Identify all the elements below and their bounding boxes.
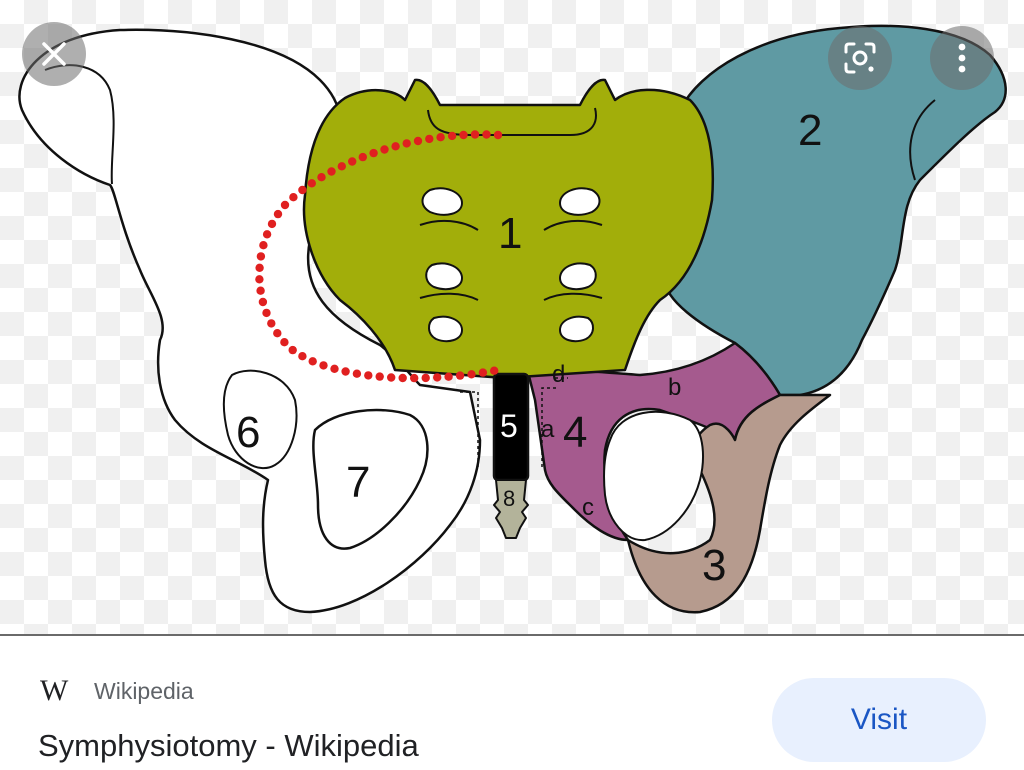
red-dot	[364, 371, 373, 380]
red-dot	[490, 366, 499, 375]
red-dot	[482, 130, 491, 139]
red-dot	[280, 200, 290, 210]
red-dot	[391, 142, 400, 151]
red-dot	[256, 286, 265, 295]
sublabel-b: b	[668, 374, 681, 401]
label-pubis: 4	[563, 408, 587, 457]
red-dot	[259, 241, 268, 250]
right-ischium	[626, 393, 832, 614]
red-dot	[317, 173, 326, 182]
red-dot	[380, 145, 389, 154]
red-dot	[493, 130, 503, 140]
red-dot	[467, 370, 476, 379]
red-dot	[447, 131, 457, 141]
red-dot	[375, 372, 384, 381]
red-dot	[267, 319, 276, 328]
label-ilium: 2	[798, 106, 822, 155]
close-icon	[42, 42, 66, 66]
coccyx	[493, 479, 529, 539]
red-dot	[398, 373, 407, 383]
red-dot	[308, 357, 317, 366]
label-symphysis: 5	[500, 408, 518, 444]
left-obturator	[312, 408, 429, 550]
pelvis-diagram: 1 2 3 4 5 6 7 8 a b c d	[18, 24, 1007, 614]
red-dot	[341, 367, 350, 376]
sublabel-d: d	[552, 361, 565, 388]
red-dot	[327, 167, 336, 176]
red-dot	[352, 369, 362, 378]
sacrum	[302, 78, 715, 380]
red-dot	[273, 209, 283, 219]
source-name: Wikipedia	[94, 677, 194, 704]
visit-button[interactable]: Visit	[772, 678, 986, 762]
red-dot	[258, 297, 268, 307]
red-dot	[256, 252, 266, 261]
red-dot	[478, 368, 488, 377]
red-dot	[337, 162, 346, 171]
red-dot	[262, 230, 272, 239]
wikipedia-logo-icon: W	[40, 674, 68, 707]
label-sacrum: 1	[498, 209, 522, 258]
red-dot	[307, 179, 316, 188]
red-dot	[455, 371, 465, 380]
label-ischium: 3	[702, 541, 726, 590]
red-dot	[288, 345, 297, 355]
red-dot	[433, 373, 442, 382]
red-dot	[425, 134, 434, 144]
red-dot	[267, 219, 277, 229]
red-dot	[273, 329, 282, 338]
right-ilium	[663, 24, 1007, 397]
red-dot	[289, 193, 298, 202]
red-dot	[255, 275, 264, 284]
image-viewer[interactable]: 1 2 3 4 5 6 7 8 a b c d	[0, 0, 1024, 636]
more-options-button[interactable]	[930, 26, 994, 90]
sublabel-c: c	[582, 494, 594, 521]
red-dot	[298, 352, 307, 361]
red-dotted-arc	[255, 130, 503, 383]
divider	[0, 634, 1024, 636]
lens-button[interactable]	[828, 26, 892, 90]
red-dot	[421, 373, 430, 383]
source-row[interactable]: W Wikipedia	[40, 674, 194, 708]
red-dot	[348, 157, 357, 166]
red-dot	[387, 373, 396, 382]
red-dot	[470, 130, 480, 139]
red-dot	[358, 152, 367, 162]
label-obturator-foramen: 7	[346, 458, 370, 507]
red-dot	[298, 185, 307, 195]
red-dot	[280, 338, 289, 347]
result-card: W Wikipedia Symphysiotomy - Wikipedia Vi…	[0, 636, 1024, 770]
red-dot	[330, 364, 339, 373]
red-dot	[262, 308, 271, 318]
red-dot	[319, 361, 328, 370]
more-vert-icon	[958, 43, 966, 73]
lens-icon	[844, 42, 876, 74]
red-dot	[436, 133, 445, 142]
red-dot	[444, 372, 453, 381]
red-dot	[459, 130, 468, 140]
result-title[interactable]: Symphysiotomy - Wikipedia	[38, 728, 419, 763]
right-pubis	[526, 341, 782, 542]
label-coccyx: 8	[503, 486, 515, 511]
red-dot	[369, 148, 378, 158]
close-button[interactable]	[22, 22, 86, 86]
red-dot	[402, 139, 411, 148]
red-dot	[410, 373, 419, 383]
sublabel-a: a	[541, 416, 555, 443]
red-dot	[413, 136, 423, 146]
red-dot	[255, 263, 264, 272]
label-acetabulum: 6	[236, 408, 260, 457]
